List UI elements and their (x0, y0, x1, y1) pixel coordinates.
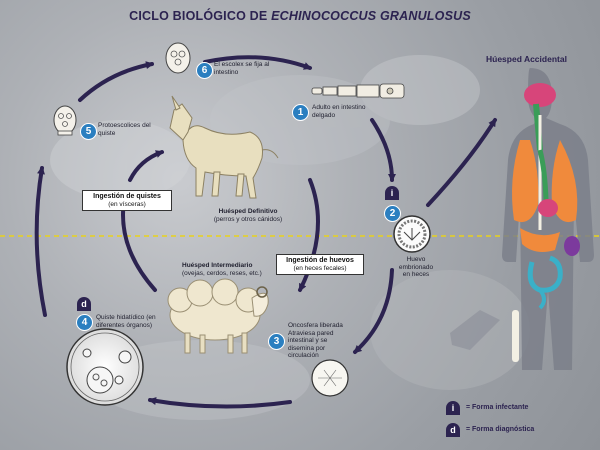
arrow-cyst-to-protoscolex (34, 166, 47, 317)
outer-cycle-arrows (34, 55, 497, 409)
background-texture (50, 55, 530, 420)
legend-diagnostic-text: = Forma diagnóstica (466, 426, 535, 433)
cyst-ingestion-box: Ingestión de quistes (en vísceras) (82, 190, 172, 211)
step-3-label: Oncosfera liberada Atraviesa pared intes… (288, 322, 343, 359)
step-6-label: El escolex se fija al intestino (214, 61, 270, 76)
definitive-host-title: Huésped Definitivo (218, 208, 278, 215)
egg-ingestion-sub: (en heces fecales) (293, 264, 347, 272)
title-species: ECHINOCOCCUS GRANULOSUS (271, 9, 471, 23)
human-organs (512, 83, 580, 362)
arrow-scolex-to-adult (203, 55, 312, 70)
cyst-ingestion-sub: (en vísceras) (108, 200, 146, 208)
egg-ingestion-box: Ingestión de huevos (en heces fecales) (276, 254, 364, 275)
oncosphere-illustration (311, 359, 349, 397)
dog-illustration (169, 95, 279, 199)
arrow-oncosphere-to-cyst (148, 397, 292, 409)
infective-marker-egg: i (385, 186, 399, 200)
step-1-badge: 1 (292, 104, 309, 121)
step-5-label: Protoescolices del quiste (98, 122, 151, 137)
protoscolex-illustration (53, 105, 77, 136)
arrow-dog-to-sheep (298, 178, 320, 292)
step-2-badge: 2 (384, 205, 401, 222)
adult-worm-illustration (311, 83, 405, 99)
step-4-label: Quiste hidatídico (en diferentes órganos… (96, 314, 156, 329)
intermediate-host-sub: (ovejas, cerdos, reses, etc.) (182, 269, 262, 277)
arrow-egg-to-oncosphere (353, 268, 394, 354)
sheep-illustration (167, 278, 269, 354)
intermediate-host-title: Huésped Intermediario (182, 262, 253, 269)
intermediate-host-label: Huésped Intermediario (ovejas, cerdos, r… (182, 262, 278, 277)
title-prefix: CICLO BIOLÓGICO DE (129, 9, 268, 23)
legend-diagnostic-marker: d (446, 423, 460, 437)
diagnostic-marker-cyst: d (77, 297, 91, 311)
arrow-sheep-to-dog-upper (128, 150, 164, 182)
step-4-badge: 4 (76, 314, 93, 331)
arrow-protoscolex-to-scolex (78, 61, 154, 102)
step-6-badge: 6 (196, 62, 213, 79)
egg-ingestion-title: Ingestión de huevos (286, 257, 354, 264)
step-2-label: Huevo embrionado en heces (398, 256, 434, 278)
egg-illustration (393, 215, 431, 253)
step-1-label: Adulto en intestino delgado (312, 104, 366, 119)
arrow-adult-to-egg (370, 118, 396, 182)
scolex-illustration (165, 42, 191, 74)
definitive-host-sub: (perros y otros cánidos) (213, 215, 283, 223)
step-5-badge: 5 (80, 123, 97, 140)
hydatid-cyst-illustration (66, 328, 144, 406)
legend-infective-marker: i (446, 401, 460, 415)
cyst-ingestion-title: Ingestión de quistes (93, 193, 161, 200)
step-3-badge: 3 (268, 333, 285, 350)
legend-infective-text: = Forma infectante (466, 404, 529, 411)
diagram-title: CICLO BIOLÓGICO DE ECHINOCOCCUS GRANULOS… (0, 9, 600, 23)
arrow-egg-to-human (426, 118, 497, 207)
definitive-host-label: Huésped Definitivo (perros y otros cánid… (208, 208, 288, 223)
accidental-host-label: Húesped Accidental (486, 54, 567, 64)
